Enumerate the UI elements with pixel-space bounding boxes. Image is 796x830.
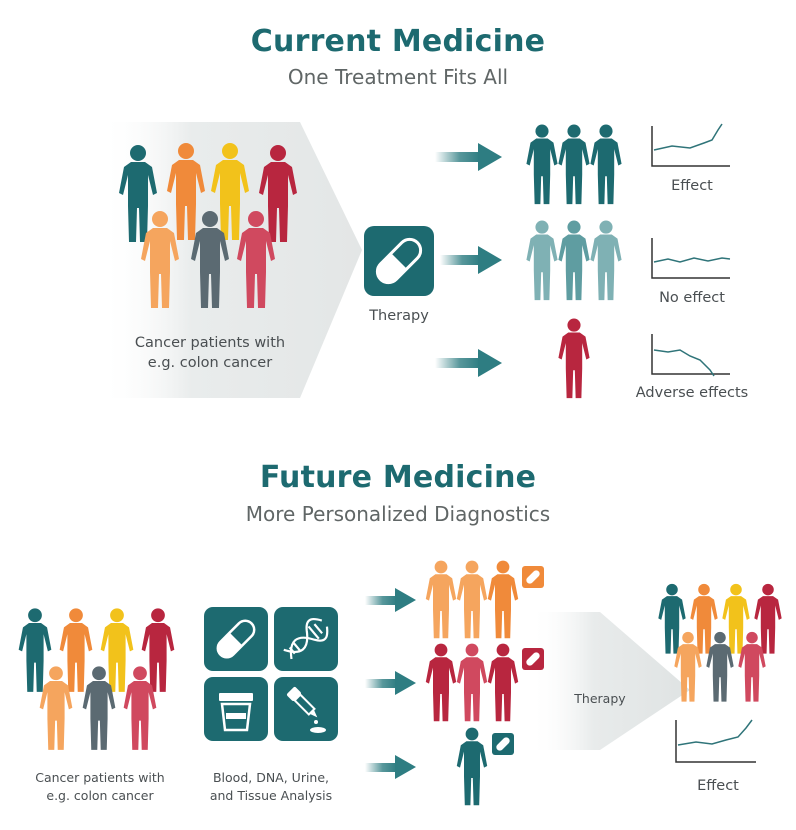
mini-chart-future-effect [675, 719, 756, 763]
analysis-caption: Blood, DNA, Urine, and Tissue Analysis [196, 769, 346, 805]
current-therapy-label: Therapy [369, 308, 429, 324]
patient-figure [658, 583, 686, 654]
patient-figure [487, 560, 519, 639]
subgroup-teal [456, 727, 514, 806]
outcome-label-effect: Effect [671, 178, 713, 194]
patient-figure [722, 583, 750, 654]
patient-figure [456, 727, 488, 806]
mini-chart-adverse [651, 334, 730, 377]
pill-badge-teal [492, 733, 514, 755]
outcome-label-no-effect: No effect [659, 290, 725, 306]
patient-figure [425, 560, 457, 639]
outcome-no-effect-group [526, 220, 622, 301]
patient-figure [59, 608, 93, 692]
patient-figure [590, 220, 622, 301]
patient-figure [526, 220, 558, 301]
arrow-group-1 [365, 588, 416, 612]
caption-line: e.g. colon cancer [46, 788, 154, 803]
subgroup-red [425, 643, 544, 722]
current-title: Current Medicine [250, 24, 546, 59]
patient-figure [690, 583, 718, 654]
mini-chart-no-effect [651, 238, 731, 279]
dropper-icon [274, 677, 338, 741]
pill-icon [204, 607, 268, 671]
mini-chart-effect [651, 123, 730, 167]
future-title: Future Medicine [259, 460, 537, 495]
current-subtitle: One Treatment Fits All [287, 65, 509, 89]
patient-figure [590, 124, 622, 205]
caption-line: and Tissue Analysis [209, 788, 333, 803]
patients-group-future [18, 608, 175, 750]
patient-figure [558, 318, 590, 399]
patient-figure [100, 608, 134, 692]
arrow-group-3 [365, 755, 416, 779]
therapy-icon [364, 226, 434, 296]
patient-figure [558, 124, 590, 205]
patient-figure [456, 560, 488, 639]
patient-figure [754, 583, 782, 654]
patient-figure [558, 220, 590, 301]
arrow-adverse [435, 349, 502, 377]
urine-cup-icon [204, 677, 268, 741]
pill-badge-orange [522, 566, 544, 588]
future-subtitle: More Personalized Diagnostics [245, 502, 551, 526]
patient-figure [487, 643, 519, 722]
analysis-icons [204, 607, 338, 741]
caption-line: Cancer patients with [35, 770, 165, 785]
arrow-no-effect [440, 246, 502, 274]
patient-figure [141, 608, 175, 692]
outcome-label-adverse: Adverse effects [635, 385, 749, 401]
current-patients-caption: Cancer patients with e.g. colon cancer [110, 333, 310, 373]
patient-figure [18, 608, 52, 692]
future-therapy-label: Therapy [574, 691, 626, 706]
future-effect-label: Effect [697, 778, 739, 794]
patient-figure [425, 643, 457, 722]
patient-figure [39, 666, 73, 750]
therapy-funnel [530, 612, 690, 750]
arrow-effect [435, 143, 502, 171]
subgroup-orange [425, 560, 544, 639]
caption-line: Blood, DNA, Urine, [212, 770, 330, 785]
outcome-effect-group [526, 124, 622, 205]
dna-icon [274, 607, 338, 671]
pill-badge-red [522, 648, 544, 670]
caption-line: e.g. colon cancer [147, 355, 273, 371]
patient-figure [526, 124, 558, 205]
caption-line: Cancer patients with [134, 335, 286, 351]
outcome-adverse-group [558, 318, 590, 399]
arrow-group-2 [365, 671, 416, 695]
future-patients-caption: Cancer patients with e.g. colon cancer [10, 769, 190, 805]
patient-figure [456, 643, 488, 722]
